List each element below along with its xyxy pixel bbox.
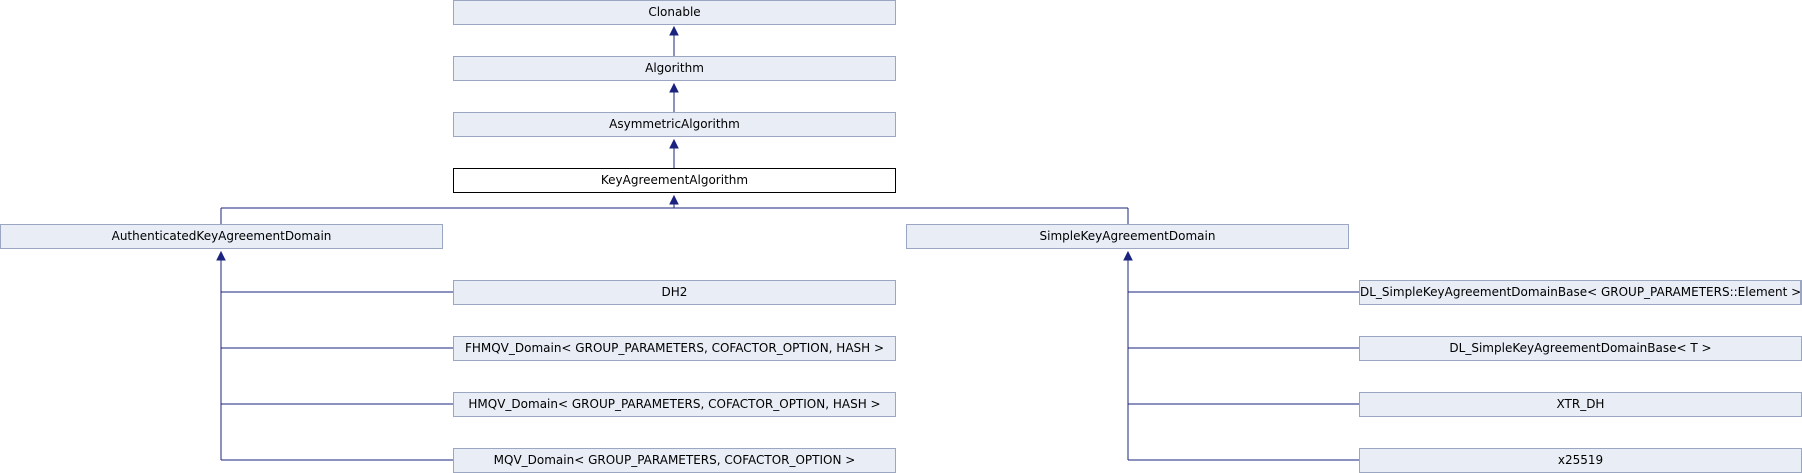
node-x25519[interactable]: x25519 — [1359, 448, 1802, 473]
node-dl-simple-key-agreement-domain-base-element[interactable]: DL_SimpleKeyAgreementDomainBase< GROUP_P… — [1359, 280, 1802, 305]
node-hmqv-domain[interactable]: HMQV_Domain< GROUP_PARAMETERS, COFACTOR_… — [453, 392, 896, 417]
arrowhead-to-asymmetric — [669, 138, 679, 149]
arrowhead-to-clonable — [669, 25, 679, 36]
node-dl-simple-key-agreement-domain-base-t[interactable]: DL_SimpleKeyAgreementDomainBase< T > — [1359, 336, 1802, 361]
node-xtr-dh[interactable]: XTR_DH — [1359, 392, 1802, 417]
arrowhead-to-simple — [1123, 250, 1133, 261]
arrowhead-to-keyagreement — [669, 194, 679, 205]
node-key-agreement-algorithm: KeyAgreementAlgorithm — [453, 168, 896, 193]
node-fhmqv-domain[interactable]: FHMQV_Domain< GROUP_PARAMETERS, COFACTOR… — [453, 336, 896, 361]
arrowhead-to-authenticated — [216, 250, 226, 261]
node-asymmetric-algorithm[interactable]: AsymmetricAlgorithm — [453, 112, 896, 137]
arrowhead-to-algorithm — [669, 82, 679, 93]
node-dh2[interactable]: DH2 — [453, 280, 896, 305]
node-clonable[interactable]: Clonable — [453, 0, 896, 25]
node-mqv-domain[interactable]: MQV_Domain< GROUP_PARAMETERS, COFACTOR_O… — [453, 448, 896, 473]
node-simple-key-agreement-domain[interactable]: SimpleKeyAgreementDomain — [906, 224, 1349, 249]
node-authenticated-key-agreement-domain[interactable]: AuthenticatedKeyAgreementDomain — [0, 224, 443, 249]
node-algorithm[interactable]: Algorithm — [453, 56, 896, 81]
